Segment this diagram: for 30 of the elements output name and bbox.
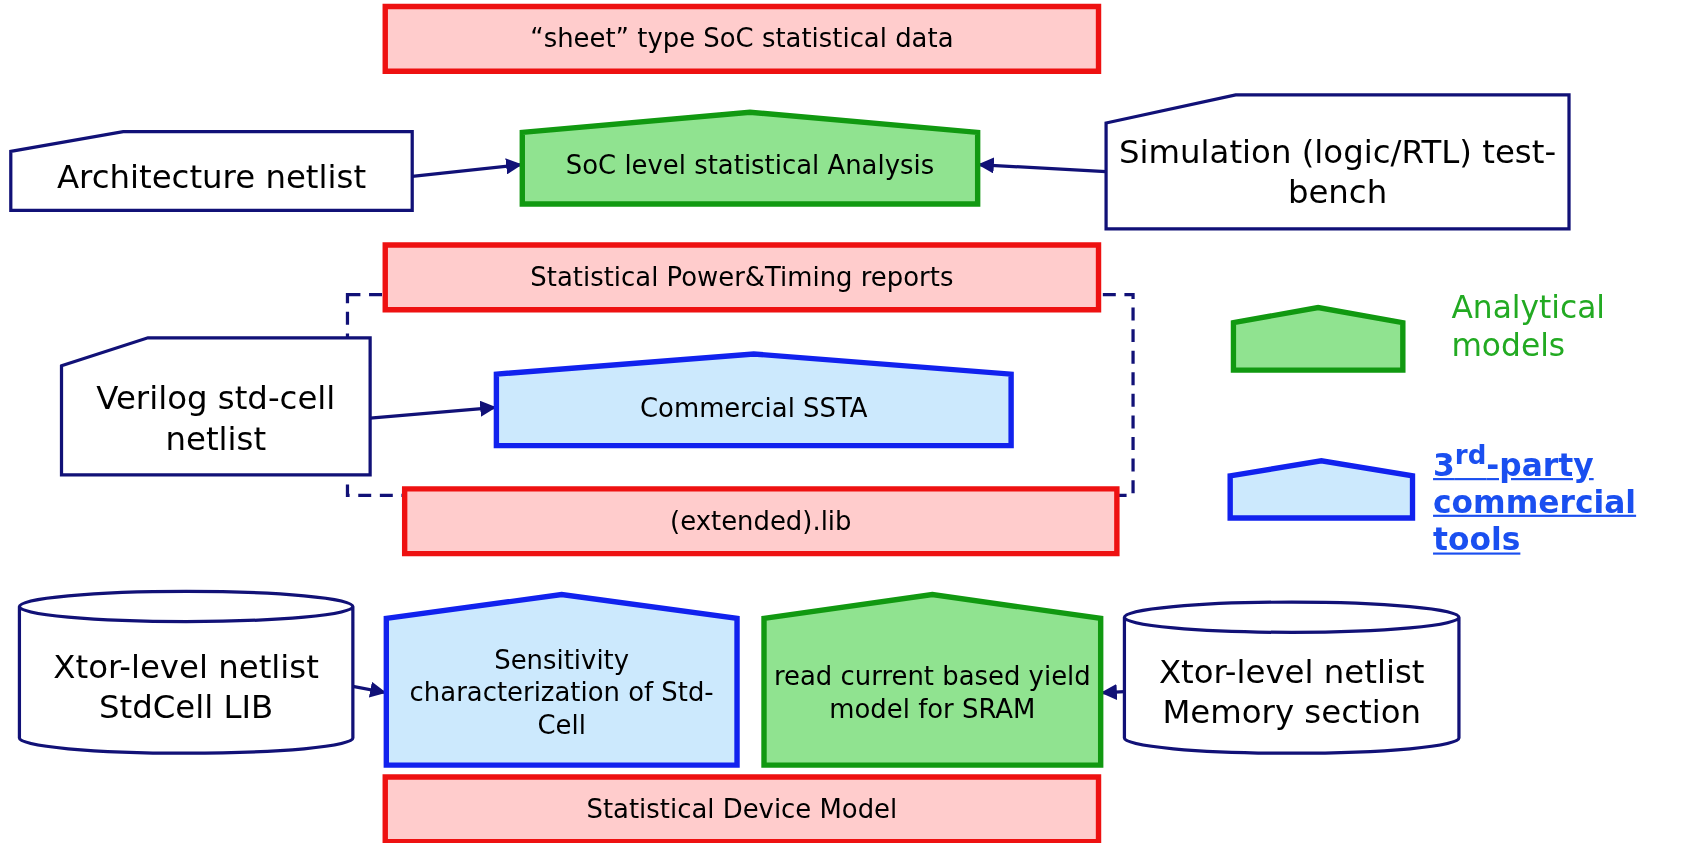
arrow bbox=[370, 400, 497, 420]
node-label: read current based yield model for SRAM bbox=[773, 660, 1092, 726]
node-label: Sensitivity characterization of Std-Cell bbox=[408, 644, 715, 742]
node-label: Verilog std-cell netlist bbox=[95, 377, 337, 459]
node-label: Simulation (logic/RTL) test-bench bbox=[1118, 131, 1558, 213]
node-label: Xtor-level netlist Memory section bbox=[1157, 651, 1426, 733]
data-box bbox=[385, 244, 1099, 310]
analysis-box bbox=[764, 594, 1101, 766]
node-label: Statistical Power&Timing reports bbox=[530, 261, 954, 294]
input-card bbox=[10, 131, 413, 211]
data-box bbox=[385, 776, 1099, 842]
node-label: SoC level statistical Analysis bbox=[565, 148, 935, 181]
node-label: Xtor-level netlist StdCell LIB bbox=[52, 645, 320, 727]
node-label: “sheet” type SoC statistical data bbox=[530, 22, 954, 56]
tool-box bbox=[386, 594, 738, 766]
data-box bbox=[385, 6, 1099, 72]
node-label: (extended).lib bbox=[670, 505, 852, 538]
data-box bbox=[404, 488, 1117, 554]
node-label: Commercial SSTA bbox=[639, 391, 868, 424]
input-card bbox=[1106, 94, 1569, 229]
analysis-box bbox=[522, 112, 978, 204]
input-card bbox=[61, 337, 371, 475]
legend-label: 3$^{rd}$-party commercial tools bbox=[1433, 440, 1638, 559]
node-label: Architecture netlist bbox=[56, 156, 367, 197]
database-cylinder bbox=[19, 591, 353, 754]
node-label: Statistical Device Model bbox=[586, 793, 898, 826]
arrow bbox=[352, 681, 387, 698]
database-cylinder bbox=[1124, 602, 1459, 754]
legend-label: Analytical models bbox=[1451, 289, 1607, 365]
tool-box bbox=[496, 353, 1012, 446]
